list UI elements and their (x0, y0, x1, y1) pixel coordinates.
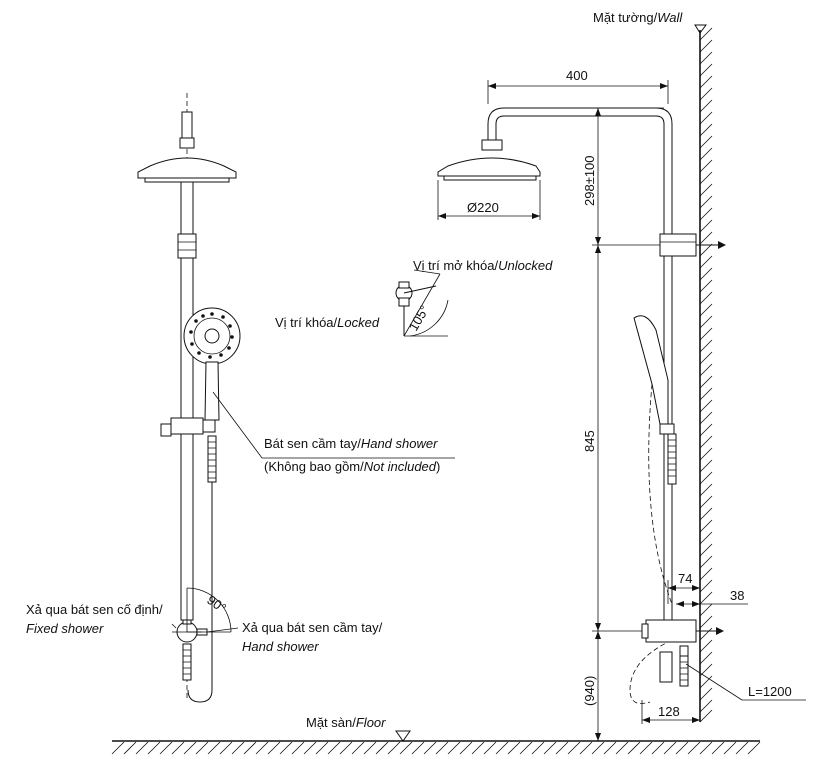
locked-label-en: Locked (337, 315, 380, 330)
hand-shower-label-en: Hand shower (361, 436, 438, 451)
angle-90-label: 90° (204, 592, 229, 616)
unlocked-label: Vị trí mở khóa/ (413, 258, 498, 273)
svg-text:Bát sen cầm tay/Hand shower: Bát sen cầm tay/Hand shower (264, 436, 438, 451)
unlocked-label-en: Unlocked (498, 258, 553, 273)
wall-label: Mặt tường/ (593, 10, 658, 25)
floor-line (111, 730, 761, 755)
hand-shower-label: Bát sen cầm tay/ (264, 436, 361, 451)
dim-mixer-depth: 74 (678, 571, 692, 586)
lock-detail (395, 269, 449, 337)
dim-bottom-width: 128 (658, 704, 680, 719)
dim-arm-length: 400 (566, 68, 588, 83)
floor-label: Mặt sàn/ (306, 715, 356, 730)
svg-text:(Không bao gồm/Not included): (Không bao gồm/Not included) (264, 459, 440, 474)
dim-hose-length: L=1200 (748, 684, 792, 699)
wall-label-en: Wall (657, 10, 683, 25)
not-included-suffix: ) (436, 459, 440, 474)
svg-text:Vị trí mở khóa/Unlocked: Vị trí mở khóa/Unlocked (413, 258, 553, 273)
dim-head-drop: 298±100 (582, 155, 597, 206)
hand-outlet-label-en: Hand shower (242, 639, 319, 654)
svg-text:Vị trí khóa/Locked: Vị trí khóa/Locked (275, 315, 380, 330)
hand-outlet-label: Xả qua bát sen cầm tay/ (242, 620, 383, 635)
front-view (137, 93, 241, 703)
dim-head-diameter: Ø220 (467, 200, 499, 215)
dim-mixer-offset: 38 (730, 588, 744, 603)
floor-label-en: Floor (356, 715, 386, 730)
svg-text:Mặt tường/Wall: Mặt tường/Wall (593, 10, 683, 25)
fixed-outlet-label: Xả qua bát sen cố định/ (26, 602, 163, 617)
not-included-label-en: Not included (364, 459, 437, 474)
not-included-label: (Không bao gồm/ (264, 459, 364, 474)
angle-105-label: 105° (406, 303, 432, 334)
fixed-outlet-label-en: Fixed shower (26, 621, 104, 636)
dim-mixer-height: (940) (582, 676, 597, 706)
dimension-lines (437, 80, 806, 741)
wall-line (694, 24, 713, 723)
locked-label: Vị trí khóa/ (275, 315, 338, 330)
svg-text:Mặt sàn/Floor: Mặt sàn/Floor (306, 715, 386, 730)
dim-rail-height: 845 (582, 430, 597, 452)
side-view (437, 107, 726, 704)
